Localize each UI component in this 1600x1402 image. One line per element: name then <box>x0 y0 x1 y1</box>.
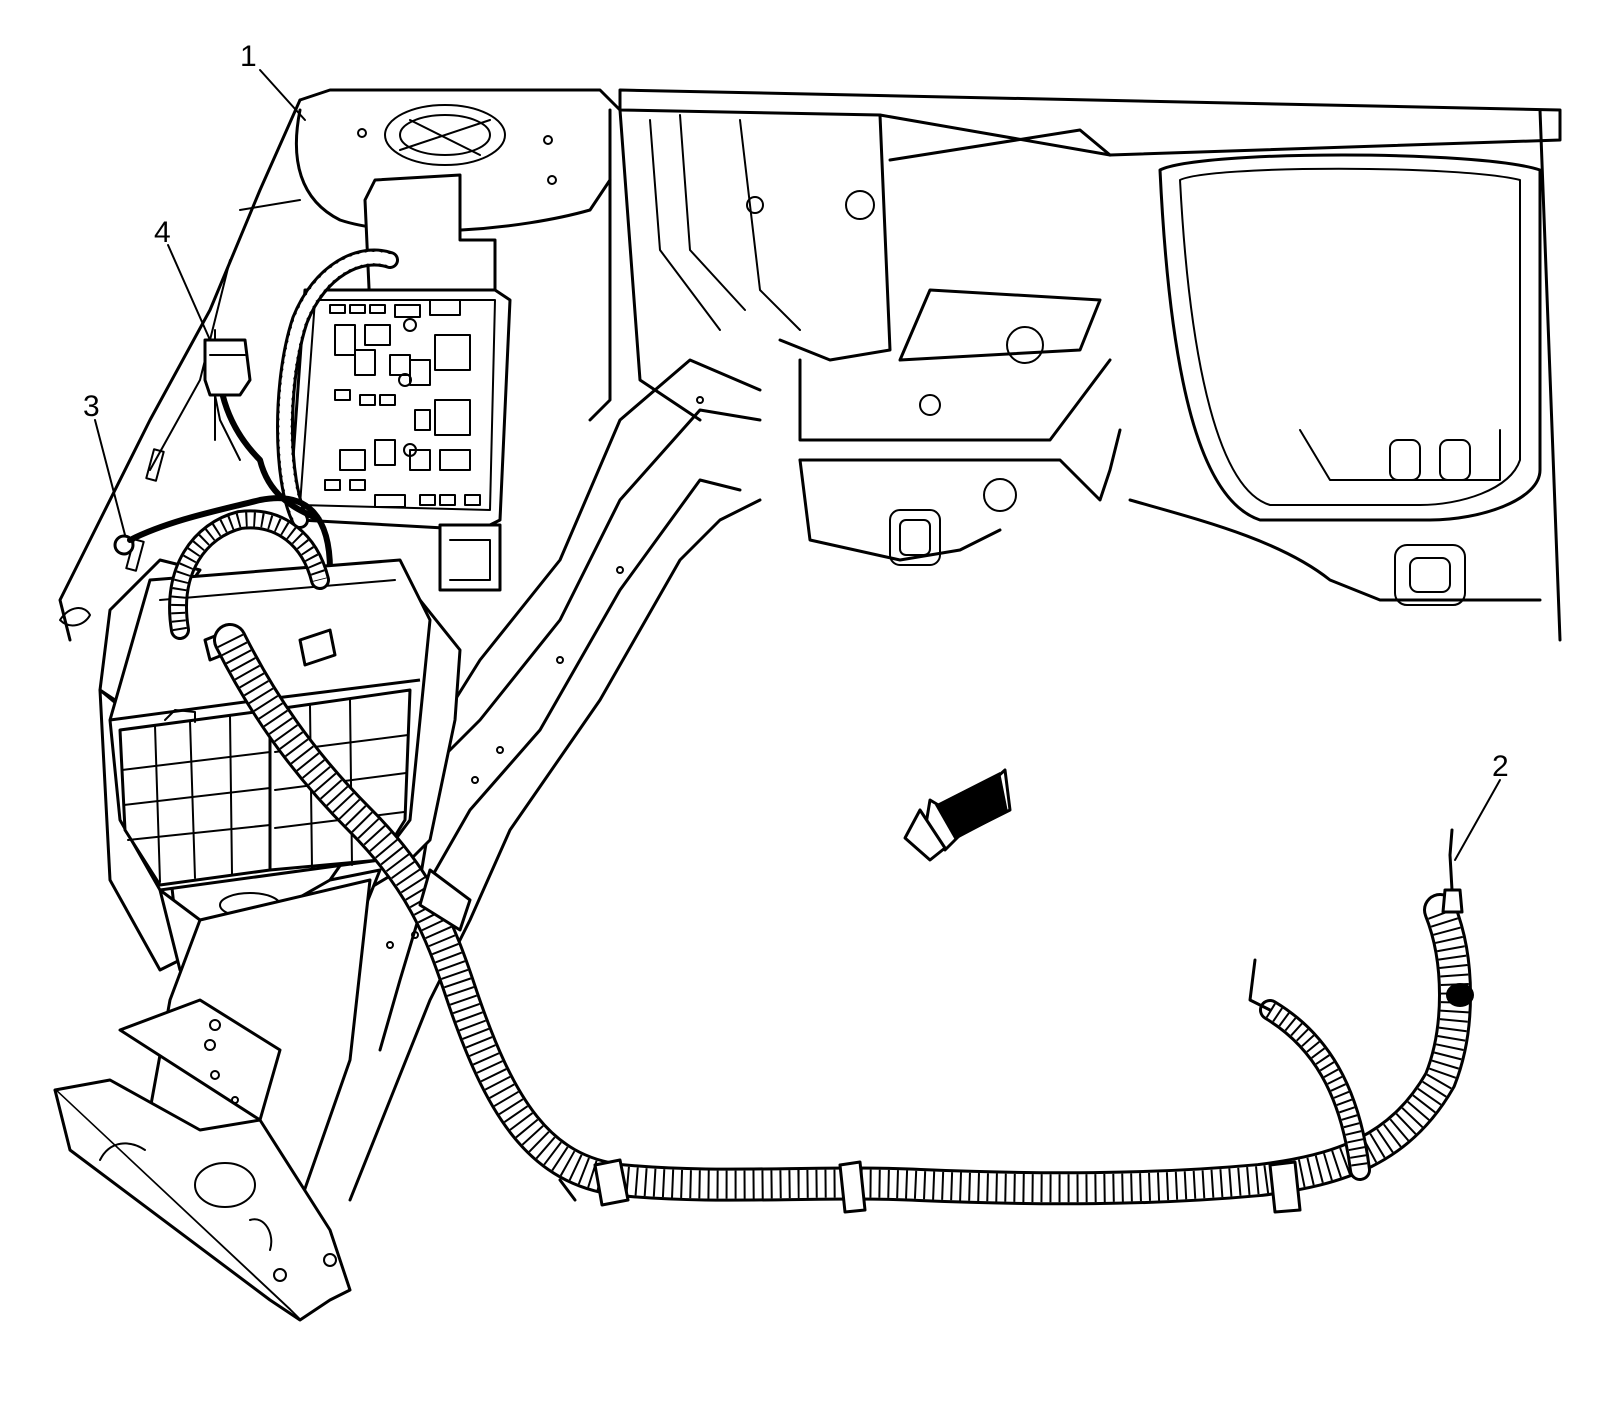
ground-ring-terminal <box>113 495 333 573</box>
fuse-relay-block <box>288 173 512 592</box>
callout-3: 3 <box>83 390 100 423</box>
callout-1: 1 <box>240 40 257 73</box>
leader-lines <box>94 69 1501 861</box>
cowl-panel <box>618 88 1562 642</box>
battery-cable <box>168 509 1474 1214</box>
callout-4: 4 <box>154 216 171 249</box>
battery-support-bracket <box>53 878 372 1322</box>
front-direction-arrow-icon <box>903 768 1012 862</box>
callout-2: 2 <box>1492 750 1509 783</box>
harness-connector <box>203 338 252 461</box>
